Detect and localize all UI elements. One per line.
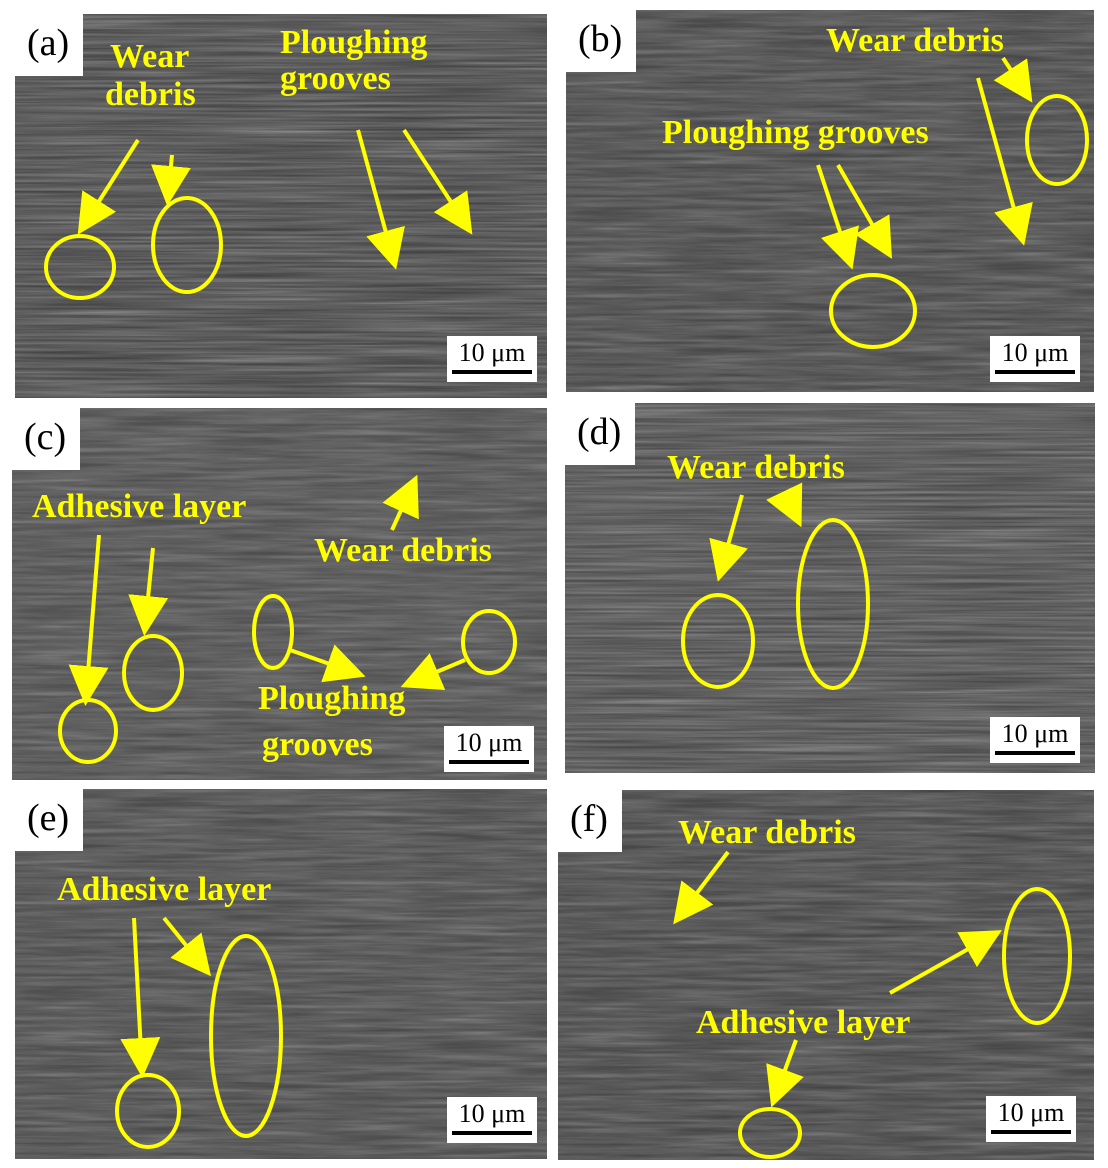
scale-bar-label: 10 μm [458, 1099, 526, 1128]
annotation-adhesive-layer: Adhesive layer [32, 488, 247, 525]
annotation-wear-debris: Wear debris [826, 22, 1004, 59]
micrograph-e: (e) Adhesive layer 10 μm [15, 789, 547, 1159]
panel-label-d: (d) [565, 403, 636, 465]
scale-bar-line [995, 751, 1075, 755]
annotation-ploughing: Ploughing [258, 680, 406, 717]
scale-bar-line [449, 760, 529, 764]
scale-bar-f: 10 μm [986, 1096, 1076, 1142]
panel-label-a: (a) [15, 14, 84, 76]
annotation-debris: debris [105, 76, 196, 113]
annotation-wear-debris: Wear debris [667, 449, 845, 486]
scale-bar-label: 10 μm [1001, 719, 1069, 748]
sem-texture-b [566, 10, 1094, 392]
annotation-wear-debris: Wear debris [678, 814, 856, 851]
panel-label-c: (c) [12, 408, 81, 470]
scale-bar-line [452, 1131, 532, 1135]
panel-label-e: (e) [15, 789, 84, 851]
sem-texture-c [12, 408, 547, 780]
micrograph-d: (d) Wear debris 10 μm [565, 403, 1095, 773]
annotation-ploughing-grooves: Ploughing grooves [662, 114, 929, 151]
annotation-wear-debris: Wear debris [314, 532, 492, 569]
scale-bar-d: 10 μm [990, 717, 1080, 763]
annotation-grooves: grooves [262, 726, 373, 763]
scale-bar-label: 10 μm [997, 1098, 1065, 1127]
micrograph-c: (c) Adhesive layer Wear debris Ploughing… [12, 408, 547, 780]
annotation-ploughing: Ploughing [280, 24, 428, 61]
scale-bar-line [991, 1130, 1071, 1134]
scale-bar-label: 10 μm [455, 728, 523, 757]
scale-bar-e: 10 μm [447, 1097, 537, 1143]
micrograph-b: (b) Wear debris Ploughing grooves 10 μm [566, 10, 1094, 392]
micrograph-f: (f) Wear debris Adhesive layer 10 μm [558, 790, 1094, 1160]
panel-label-f: (f) [558, 790, 622, 852]
panel-label-b: (b) [566, 10, 637, 72]
scale-bar-label: 10 μm [458, 338, 526, 367]
micrograph-a: (a) Wear debris Ploughing grooves 10 μm [15, 14, 547, 398]
annotation-wear: Wear [110, 38, 190, 75]
annotation-adhesive-layer: Adhesive layer [696, 1004, 911, 1041]
scale-bar-a: 10 μm [447, 336, 537, 382]
scale-bar-b: 10 μm [990, 336, 1080, 382]
scale-bar-line [452, 370, 532, 374]
annotation-adhesive-layer: Adhesive layer [57, 871, 272, 908]
scale-bar-label: 10 μm [1001, 338, 1069, 367]
scale-bar-c: 10 μm [444, 726, 534, 772]
scale-bar-line [995, 370, 1075, 374]
annotation-grooves: grooves [280, 60, 391, 97]
